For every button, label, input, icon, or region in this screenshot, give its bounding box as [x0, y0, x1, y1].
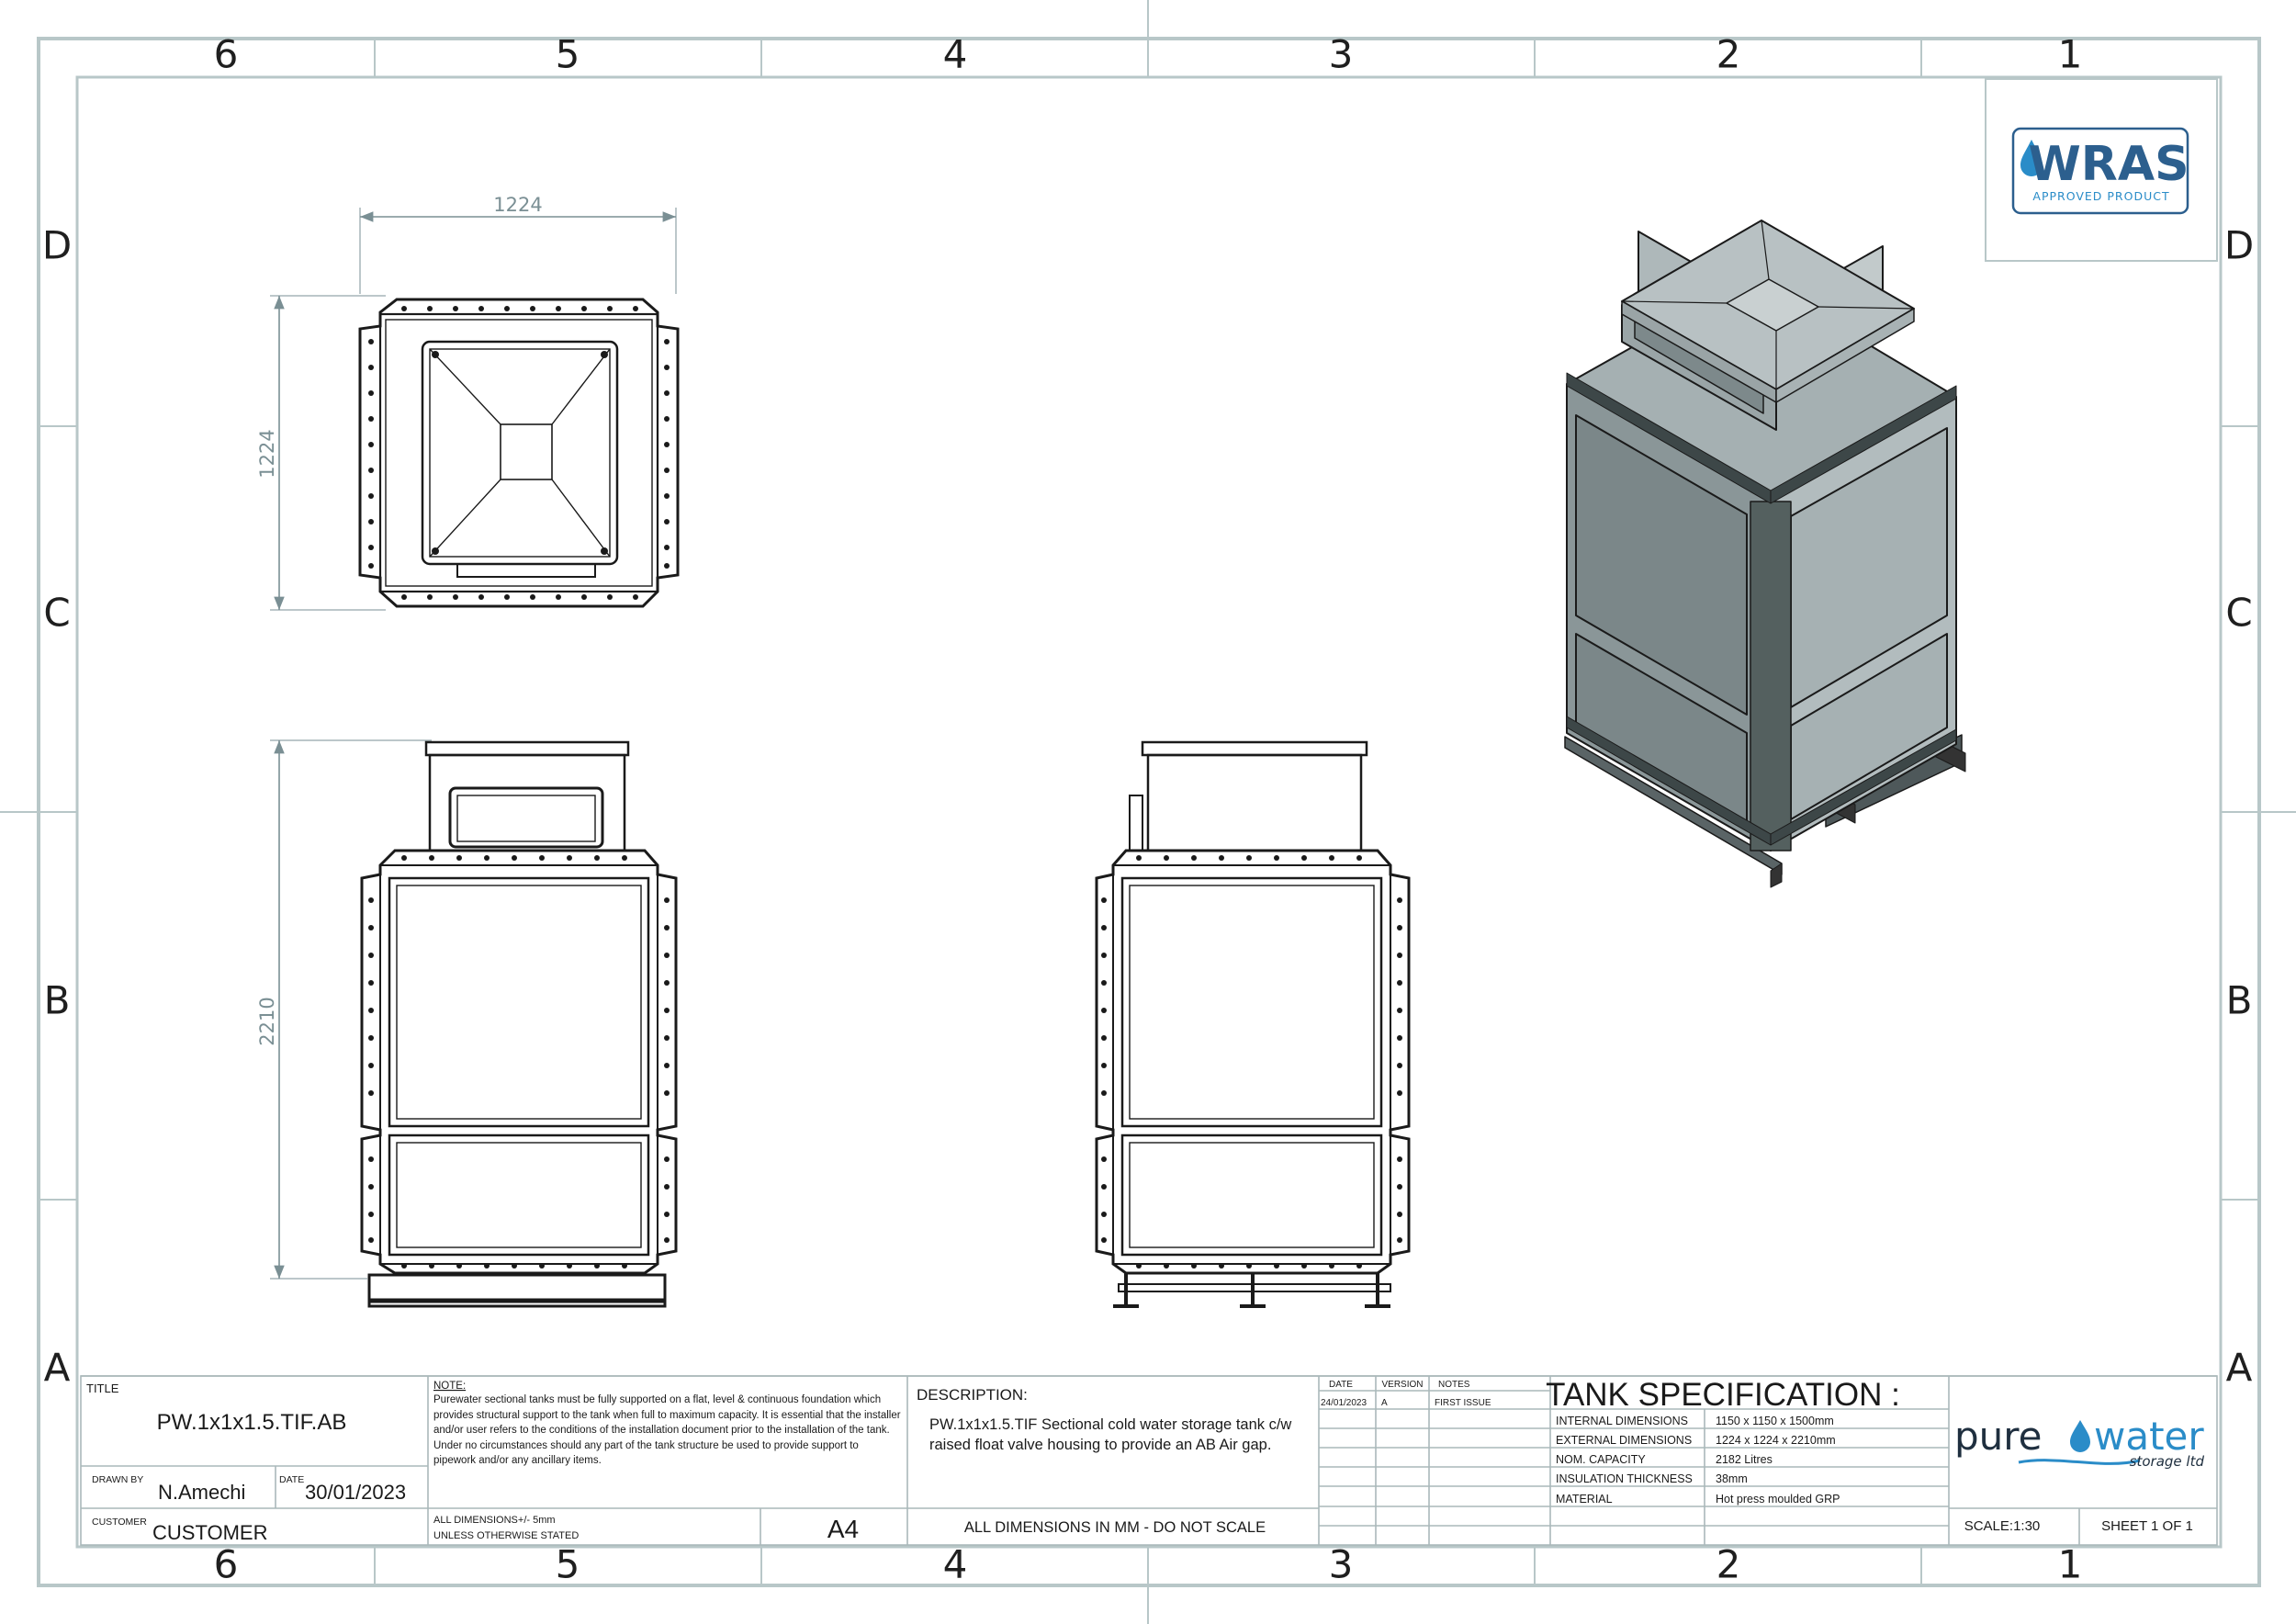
- zone-col-1-bottom: 1: [2058, 1542, 2083, 1587]
- plan-view: 1224 1224: [256, 194, 680, 611]
- zone-labels-left: D C B A: [42, 223, 72, 1391]
- zone-row-d: D: [42, 223, 72, 268]
- date-label: DATE: [279, 1474, 304, 1485]
- zone-col-6: 6: [214, 32, 239, 77]
- zone-row-c: C: [43, 591, 70, 636]
- plan-depth-dimension: 1224: [256, 429, 278, 478]
- sheet-label: SHEET 1 OF 1: [2101, 1518, 2193, 1534]
- wras-logo-tagline: APPROVED PRODUCT: [2032, 189, 2169, 203]
- zone-col-5-bottom: 5: [556, 1542, 580, 1587]
- spec-label-material: MATERIAL: [1556, 1493, 1613, 1506]
- zone-col-1: 1: [2058, 32, 2083, 77]
- scale-label: SCALE:1:30: [1964, 1518, 2041, 1534]
- description-label: DESCRIPTION:: [917, 1386, 1028, 1404]
- scale-note: ALL DIMENSIONS IN MM - DO NOT SCALE: [964, 1519, 1266, 1536]
- wras-logo: WRAS APPROVED PRODUCT: [1985, 78, 2218, 262]
- zone-row-b: B: [44, 978, 71, 1023]
- revision-notes: FIRST ISSUE: [1435, 1398, 1491, 1408]
- wras-logo-word: WRAS: [2028, 137, 2189, 192]
- tolerance-line-1: ALL DIMENSIONS+/- 5mm: [433, 1515, 556, 1526]
- drawing-title: PW.1x1x1.5.TIF.AB: [157, 1410, 347, 1435]
- tolerance-line-2: UNLESS OTHERWISE STATED: [433, 1530, 579, 1541]
- purewater-logo-tagline: storage ltd: [2130, 1453, 2205, 1470]
- customer-label: CUSTOMER: [92, 1517, 147, 1528]
- revision-date: 24/01/2023: [1321, 1398, 1367, 1408]
- revision-header-version: VERSION: [1381, 1380, 1423, 1390]
- spec-value-internal: 1150 x 1150 x 1500mm: [1716, 1415, 1834, 1427]
- isometric-view: [1564, 220, 1966, 888]
- zone-col-4-bottom: 4: [943, 1542, 968, 1587]
- zone-col-2-bottom: 2: [1716, 1542, 1741, 1587]
- revision-header-notes: NOTES: [1438, 1380, 1470, 1390]
- spec-value-external: 1224 x 1224 x 2210mm: [1716, 1434, 1836, 1447]
- spec-label-insulation: INSULATION THICKNESS: [1556, 1472, 1693, 1485]
- spec-value-material: Hot press moulded GRP: [1716, 1493, 1840, 1506]
- revision-version: A: [1381, 1398, 1388, 1408]
- zone-row-d-right: D: [2224, 223, 2254, 268]
- purewater-logo-word-1: pure: [1954, 1414, 2042, 1459]
- note-label: NOTE:: [433, 1381, 466, 1392]
- zone-row-b-right: B: [2226, 978, 2253, 1023]
- paper-size: A4: [827, 1515, 859, 1543]
- date-value: 30/01/2023: [305, 1481, 406, 1504]
- zone-labels-right: D C B A: [2224, 223, 2254, 1391]
- spec-value-insulation: 38mm: [1716, 1472, 1748, 1485]
- drawn-by-label: DRAWN BY: [92, 1474, 143, 1485]
- plan-width-dimension: 1224: [493, 194, 542, 216]
- zone-col-6-bottom: 6: [214, 1542, 239, 1587]
- side-elevation: [1095, 740, 1411, 1308]
- zone-row-a-right: A: [2226, 1346, 2253, 1391]
- purewater-logo-word-2: water: [2094, 1414, 2204, 1459]
- spec-label-external: EXTERNAL DIMENSIONS: [1556, 1434, 1692, 1447]
- zone-col-2: 2: [1716, 32, 1741, 77]
- title-label: TITLE: [86, 1382, 119, 1395]
- revision-header-date: DATE: [1329, 1380, 1353, 1390]
- elevation-height-dimension: 2210: [256, 997, 278, 1045]
- customer-value: CUSTOMER: [152, 1521, 268, 1544]
- zone-col-3-bottom: 3: [1329, 1542, 1354, 1587]
- front-elevation: 2210: [256, 739, 678, 1308]
- title-block: TITLE PW.1x1x1.5.TIF.AB DRAWN BY N.Amech…: [80, 1375, 2218, 1546]
- zone-col-4: 4: [943, 32, 968, 77]
- purewater-logo: pure water storage ltd: [1954, 1414, 2204, 1470]
- water-drop-icon: [2020, 140, 2043, 176]
- spec-label-internal: INTERNAL DIMENSIONS: [1556, 1415, 1688, 1427]
- spec-label-capacity: NOM. CAPACITY: [1556, 1453, 1646, 1466]
- zone-row-c-right: C: [2225, 591, 2252, 636]
- zone-col-5: 5: [556, 32, 580, 77]
- installation-note: Purewater sectional tanks must be fully …: [433, 1394, 901, 1467]
- spec-value-capacity: 2182 Litres: [1716, 1453, 1773, 1466]
- zone-labels-bottom: 6 5 4 3 2 1: [214, 1542, 2083, 1587]
- drawn-by-value: N.Amechi: [158, 1481, 245, 1504]
- zone-labels-top: 6 5 4 3 2 1: [214, 32, 2083, 77]
- zone-col-3: 3: [1329, 32, 1354, 77]
- drawing-description: PW.1x1x1.5.TIF Sectional cold water stor…: [929, 1416, 1292, 1453]
- zone-row-a: A: [44, 1346, 71, 1391]
- water-drop-icon-brand: [2070, 1420, 2090, 1452]
- spec-title: TANK SPECIFICATION :: [1546, 1377, 1900, 1413]
